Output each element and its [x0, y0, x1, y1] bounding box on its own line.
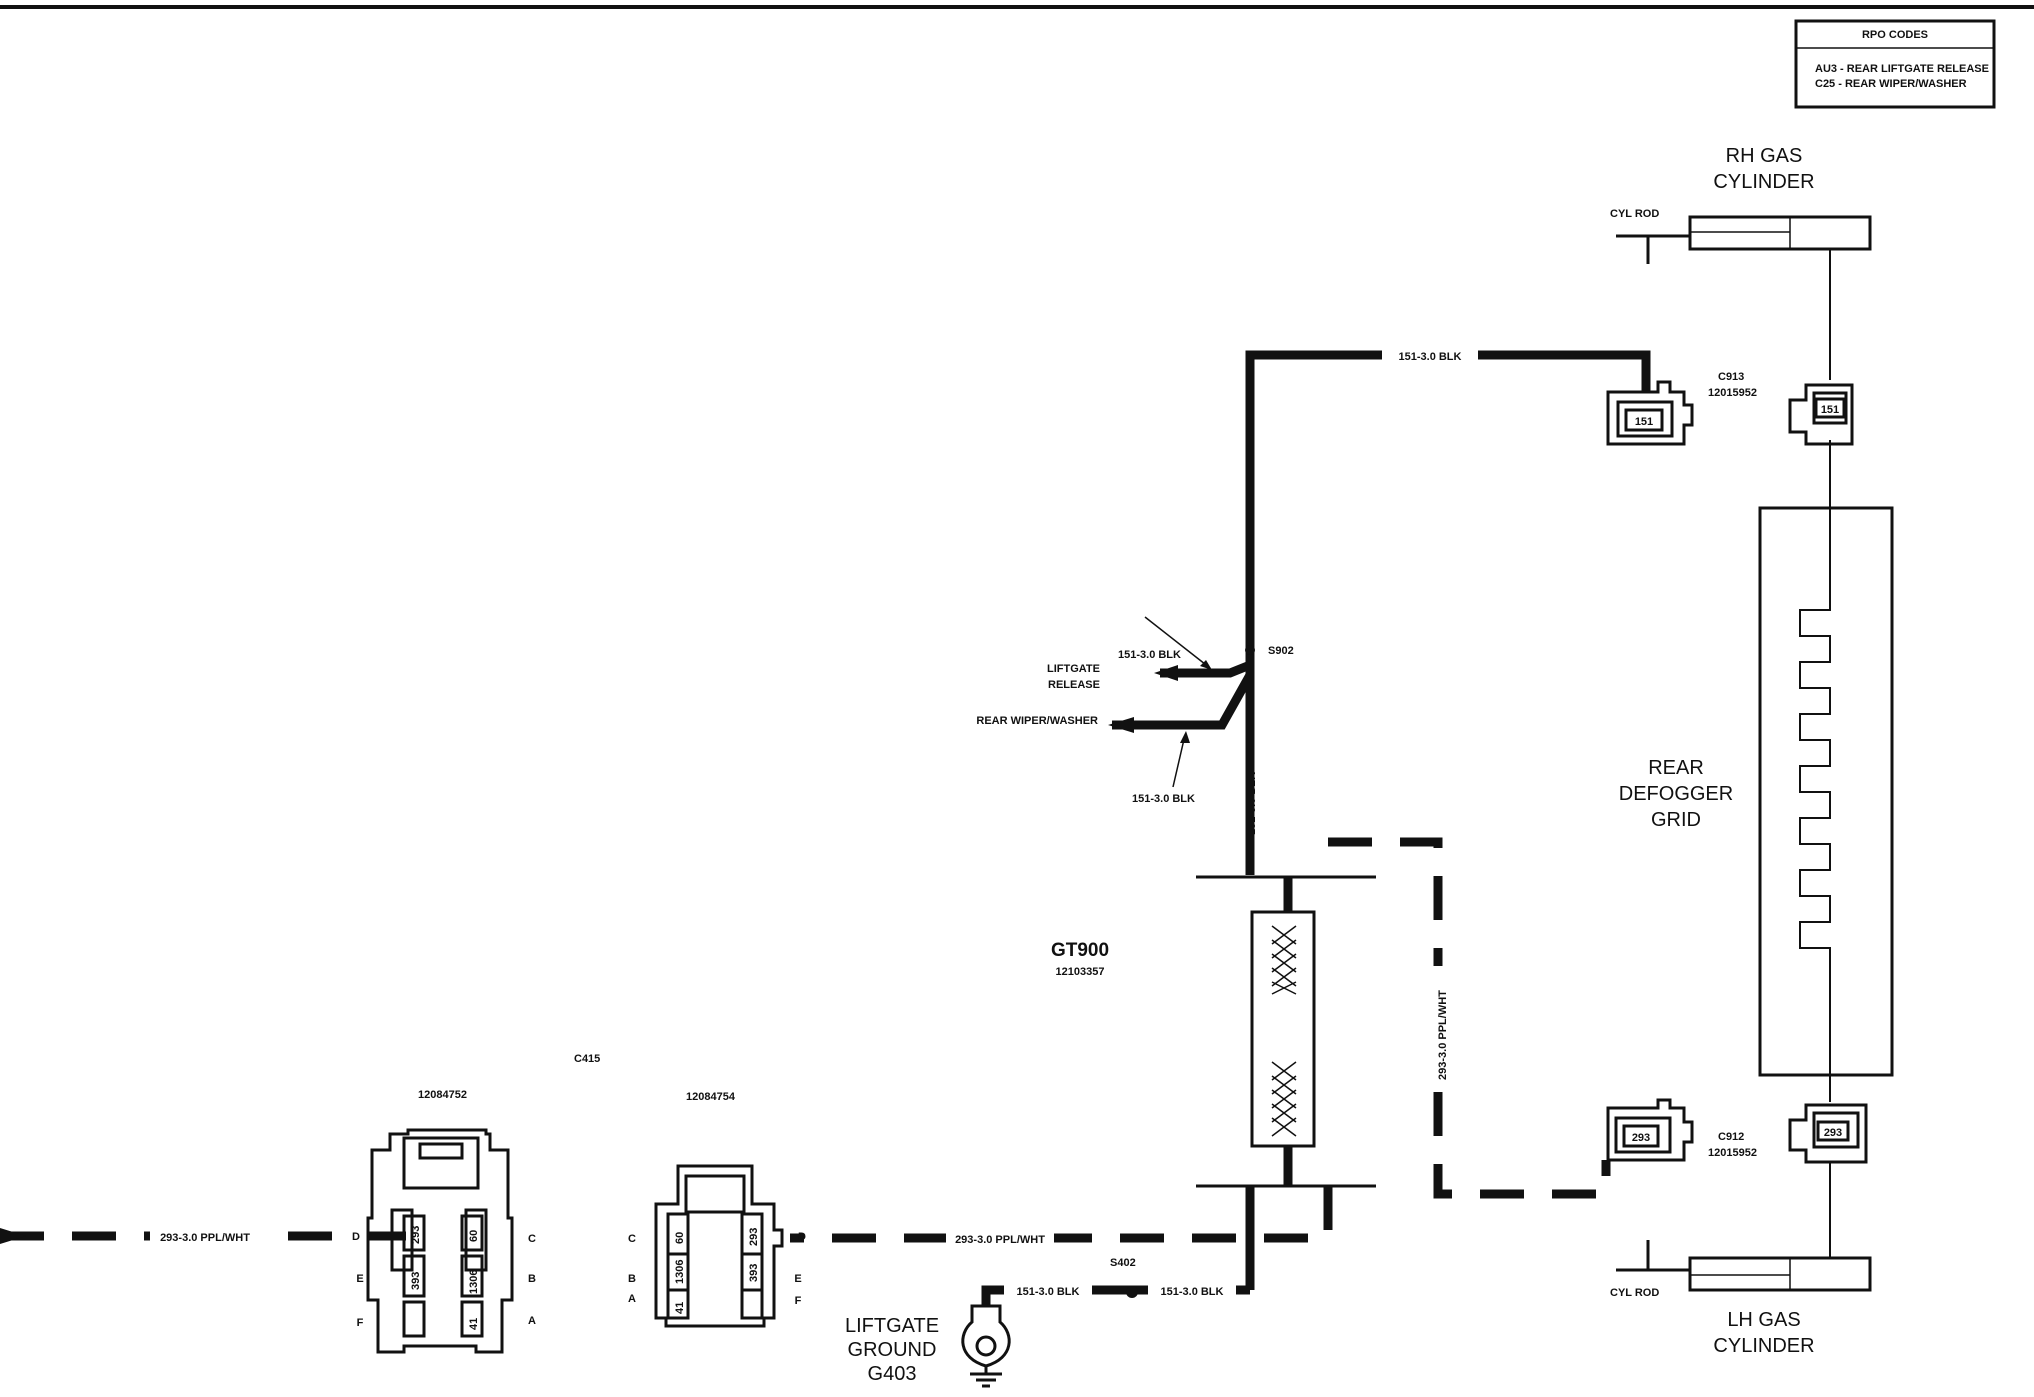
s402-label: S402 [1110, 1257, 1136, 1269]
rh-gas-cylinder-line1: RH GAS [1726, 145, 1803, 167]
lh-gas-cylinder-line2: CYLINDER [1713, 1335, 1814, 1357]
rear-defogger-grid-line3: GRID [1651, 809, 1701, 831]
cyl-rod-top-label: CYL ROD [1610, 208, 1659, 220]
c913-label: C913 [1718, 371, 1744, 383]
c415-right-letter-e: E [794, 1273, 801, 1285]
c415-left-connector: 293 60 393 1306 41 D E F C B A [352, 1128, 536, 1354]
c912-part-number: 12015952 [1708, 1147, 1757, 1159]
wire-293-vertical-label: 293-3.0 PPL/WHT [1437, 990, 1449, 1080]
c415-left-pin-60: 60 [468, 1230, 480, 1242]
wire-293-to-c415 [790, 1186, 1333, 1243]
liftgate-ground-g403: LIFTGATE GROUND G403 [845, 1304, 1011, 1388]
c912-connector: C912 12015952 293 293 [1606, 1098, 1868, 1164]
c415-left-letter-e: E [356, 1273, 363, 1285]
c415-left-letter-a: A [528, 1315, 536, 1327]
rpo-codes-box: RPO CODES AU3 - REAR LIFTGATE RELEASE C2… [1794, 19, 1996, 109]
ground-wire-right-label: 151-3.0 BLK [1161, 1286, 1224, 1298]
c415-right-letter-b: B [628, 1273, 636, 1285]
c415-right-pin-293: 293 [748, 1228, 760, 1246]
c415-left-pin-293: 293 [410, 1226, 422, 1244]
wire-151-top-run [1245, 350, 1651, 665]
c415-right-pin-41: 41 [674, 1302, 686, 1314]
ground-wire-left-label: 151-3.0 BLK [1017, 1286, 1080, 1298]
rear-defogger-grid-line1: REAR [1648, 757, 1704, 779]
liftgate-ground-line2: GROUND [848, 1339, 937, 1361]
liftgate-ground-line1: LIFTGATE [845, 1315, 939, 1337]
rpo-line-au3: AU3 - REAR LIFTGATE RELEASE [1815, 63, 1989, 75]
c913-left-pin: 151 [1635, 416, 1653, 428]
c415-right-letter-f: F [795, 1295, 802, 1307]
s902-label: S902 [1268, 645, 1294, 657]
c415-right-part-number: 12084754 [686, 1091, 736, 1103]
c415-left-wire-label: 293-3.0 PPL/WHT [160, 1232, 250, 1244]
rpo-title: RPO CODES [1862, 29, 1928, 41]
c415-left-letter-d: D [352, 1231, 360, 1243]
lh-gas-cylinder: CYL ROD LH GAS CYLINDER [1610, 1240, 1872, 1357]
c415-left-letter-c: C [528, 1233, 536, 1245]
c415-left-pin-1306: 1306 [468, 1270, 480, 1294]
c913-connector: C913 12015952 151 151 [1606, 371, 1854, 446]
c415-right-pin-60: 60 [674, 1232, 686, 1244]
gt900-label: GT900 [1051, 940, 1109, 961]
c415-left-pin-41: 41 [468, 1318, 480, 1330]
rear-defogger-grid-line2: DEFOGGER [1619, 783, 1733, 805]
rear-wiper-washer-label: REAR WIPER/WASHER [976, 715, 1098, 727]
wiper-branch-wire-label: 151-3.0 BLK [1132, 793, 1195, 805]
c912-label: C912 [1718, 1131, 1744, 1143]
c913-part-number: 12015952 [1708, 387, 1757, 399]
gt900-part-number: 12103357 [1056, 966, 1105, 978]
c415-right-connector: 60 293 1306 393 41 C B A D E F [628, 1164, 806, 1328]
c415-right-pin-1306: 1306 [674, 1260, 686, 1284]
c912-left-pin: 293 [1632, 1132, 1650, 1144]
cyl-rod-bottom-label: CYL ROD [1610, 1287, 1659, 1299]
c912-right-pin: 293 [1824, 1127, 1842, 1139]
rh-gas-cylinder: RH GAS CYLINDER CYL ROD [1610, 145, 1872, 264]
rear-defogger-grid: REAR DEFOGGER GRID [1619, 506, 1894, 1077]
c415-right-letter-d: D [798, 1231, 806, 1243]
liftgate-release-label-line2: RELEASE [1048, 679, 1100, 691]
liftgate-ground-line3: G403 [868, 1363, 917, 1385]
gt900-grommet: GT900 12103357 [1051, 875, 1376, 1188]
lh-gas-cylinder-line1: LH GAS [1727, 1309, 1800, 1331]
c415-right-wire-label: 293-3.0 PPL/WHT [955, 1234, 1045, 1246]
c415-right-pin-393: 393 [748, 1264, 760, 1282]
rpo-line-c25: C25 - REAR WIPER/WASHER [1815, 78, 1967, 90]
s902-splice-dot [1245, 645, 1255, 655]
rear-wiper-washer-branch [1112, 672, 1254, 730]
c415-right-letter-c: C [628, 1233, 636, 1245]
wire-151-top-label: 151-3.0 BLK [1399, 351, 1462, 363]
c415-left-letter-f: F [357, 1317, 364, 1329]
c415-label: C415 [574, 1053, 600, 1065]
c415-left-part-number: 12084752 [418, 1089, 467, 1101]
liftgate-branch-wire-label: 151-3.0 BLK [1118, 649, 1181, 661]
rh-gas-cylinder-line2: CYLINDER [1713, 171, 1814, 193]
c415-right-letter-a: A [628, 1293, 636, 1305]
wire-293-run [1328, 837, 1611, 1199]
liftgate-release-label-line1: LIFTGATE [1047, 663, 1100, 675]
c415-left-letter-b: B [528, 1273, 536, 1285]
s402-splice-dot [1126, 1286, 1138, 1298]
c913-right-pin: 151 [1821, 404, 1839, 416]
c415-left-pin-393: 393 [410, 1272, 422, 1290]
liftgate-release-branch [1160, 660, 1252, 678]
